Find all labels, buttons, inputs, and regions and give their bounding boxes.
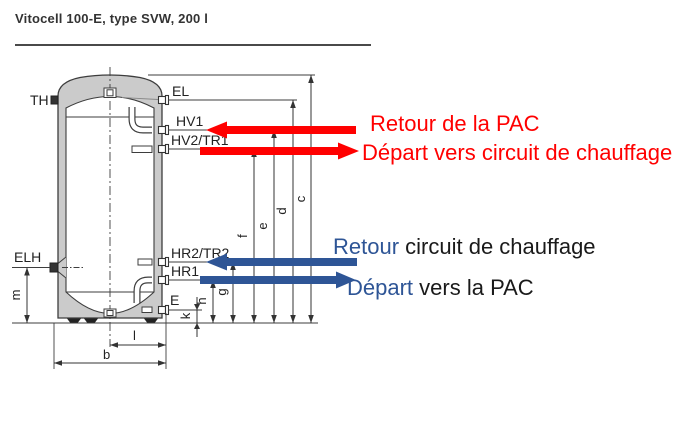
dim-k: k: [178, 312, 193, 319]
hv1-nipple: [157, 124, 170, 136]
dim-h: h: [194, 297, 209, 304]
el-nipple: [157, 94, 170, 106]
annotation-depart-pac-prefix: Départ: [347, 275, 414, 300]
label-hr2-tr2: HR2/TR2: [171, 245, 230, 261]
hr2-internal-stub: [137, 258, 153, 266]
flow-arrow-red-left-hv1: [206, 121, 356, 139]
e-nipple: [157, 304, 170, 316]
dim-b: b: [103, 347, 110, 362]
annotation-retour-chauffage-prefix: Retour: [333, 234, 400, 259]
el-internal-line: [121, 97, 159, 100]
flow-arrow-red-right-hv2: [200, 142, 359, 160]
annotation-retour-chauffage: Retour circuit de chauffage: [333, 234, 596, 260]
top-flange: [103, 87, 117, 98]
label-el: EL: [172, 83, 189, 99]
annotation-retour-pac: Retour de la PAC: [370, 111, 540, 137]
annotation-depart-pac: Départ vers la PAC: [347, 275, 534, 301]
connection-nipples: [157, 94, 170, 316]
label-th: TH: [30, 92, 49, 108]
title-divider: [15, 44, 371, 46]
label-elh: ELH: [14, 249, 41, 265]
flow-arrow-blue-right-hr1: [200, 271, 356, 289]
annotation-depart-chauffage: Départ vers circuit de chauffage: [362, 140, 672, 166]
dim-l: l: [133, 328, 136, 343]
dim-g: g: [214, 288, 229, 295]
annotation-depart-chauffage-text: Départ vers circuit de chauffage: [362, 140, 673, 165]
dim-m: m: [8, 290, 23, 301]
dim-e: e: [255, 222, 270, 229]
annotation-depart-pac-rest: vers la PAC: [413, 275, 534, 300]
annotation-retour-pac-text: Retour de la PAC: [370, 111, 540, 136]
bottom-flange: [103, 308, 117, 318]
dimension-lines: [24, 75, 314, 366]
hr1-nipple: [157, 274, 170, 286]
label-hr1: HR1: [171, 263, 199, 279]
page-title: Vitocell 100-E, type SVW, 200 l: [15, 11, 209, 26]
flow-arrow-blue-left-hr2: [206, 253, 357, 271]
elh-connection: [49, 256, 84, 279]
hv1-internal-pipe: [128, 107, 152, 134]
label-hv1: HV1: [176, 113, 203, 129]
hr1-internal-pipe: [133, 276, 152, 303]
annotation-retour-chauffage-rest: circuit de chauffage: [399, 234, 596, 259]
dim-c: c: [293, 195, 308, 202]
dim-f: f: [235, 234, 250, 238]
tank-feet: [67, 318, 158, 323]
hr2-tr2-nipple: [157, 256, 170, 268]
label-hv2-tr1: HV2/TR1: [171, 132, 229, 148]
label-e: E: [170, 292, 179, 308]
hv2-tr1-nipple: [157, 143, 170, 155]
dim-d: d: [274, 207, 289, 214]
e-internal-stub: [141, 306, 153, 313]
th-connection: [50, 95, 59, 105]
hv2-internal-stub: [131, 145, 153, 153]
